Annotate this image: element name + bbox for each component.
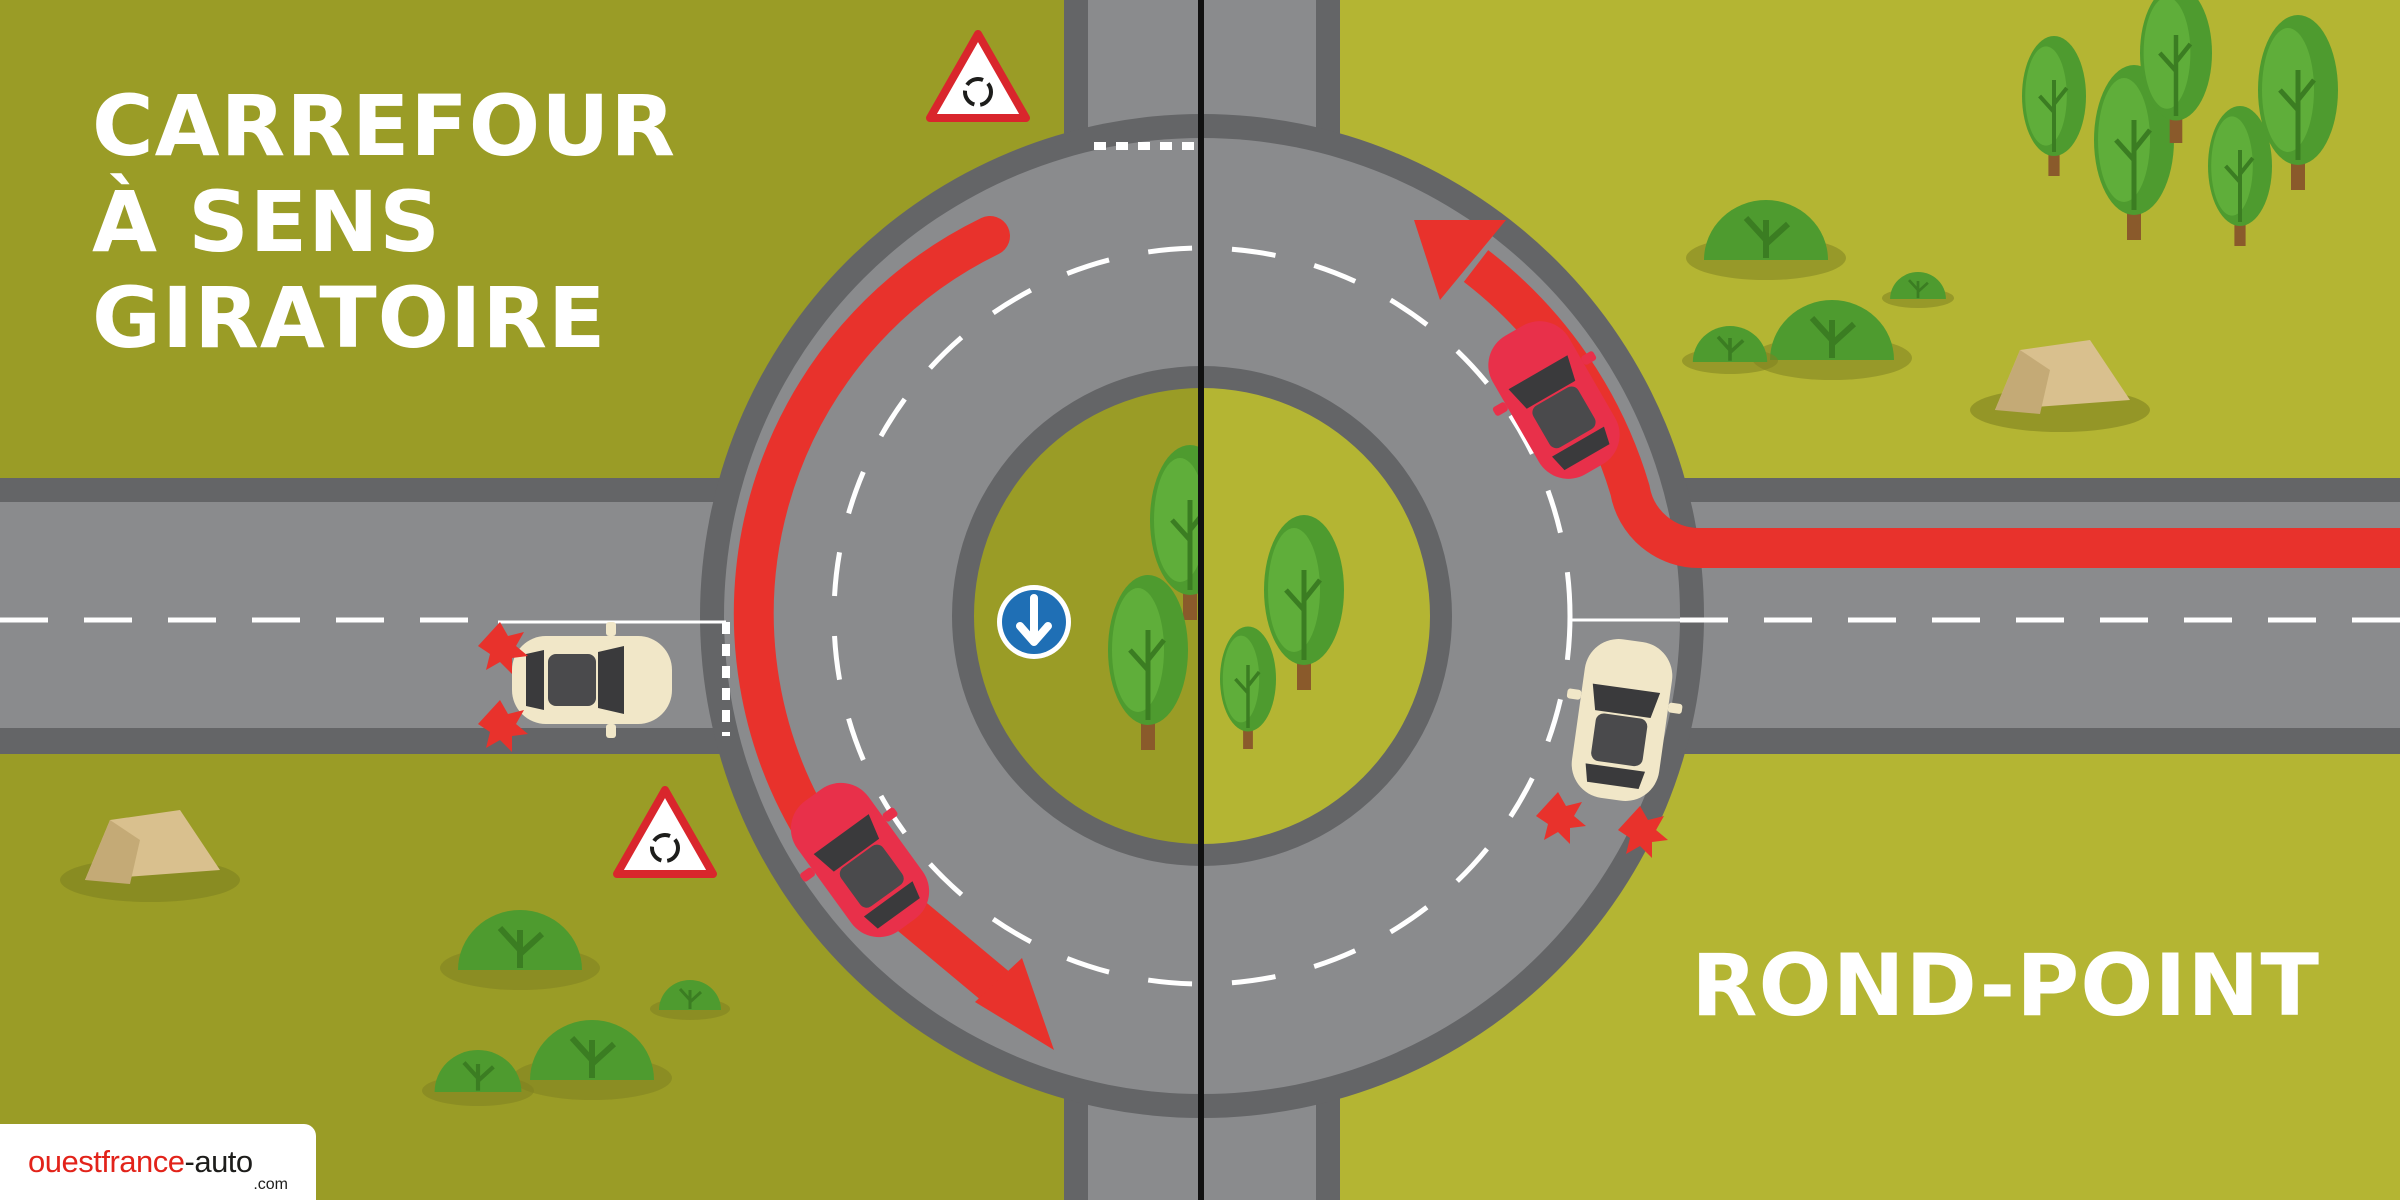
logo-brand-dark: -auto bbox=[184, 1144, 254, 1179]
brake-light-icon bbox=[1536, 792, 1668, 858]
left-title-line: À SENS bbox=[92, 173, 441, 271]
direction-arrow-icon bbox=[733, 216, 1032, 1020]
brand-logo: ouestfrance-auto .com bbox=[0, 1124, 316, 1200]
car-icon bbox=[512, 622, 672, 738]
left-title: CARREFOUR À SENS GIRATOIRE bbox=[92, 78, 676, 366]
panel-divider bbox=[1198, 0, 1204, 1200]
logo-wordmark: ouestfrance-auto bbox=[28, 1144, 253, 1180]
right-title: ROND-POINT bbox=[1691, 936, 2320, 1036]
logo-brand-red: ouestfrance bbox=[28, 1144, 185, 1179]
logo-suffix: .com bbox=[253, 1176, 288, 1193]
left-title-line: GIRATOIRE bbox=[92, 269, 607, 367]
mandatory-direction-sign-icon bbox=[997, 585, 1071, 659]
right-panel bbox=[1202, 0, 2400, 1200]
brake-light-icon bbox=[478, 622, 528, 752]
left-panel bbox=[0, 0, 1202, 1200]
left-title-line: CARREFOUR bbox=[92, 77, 677, 175]
